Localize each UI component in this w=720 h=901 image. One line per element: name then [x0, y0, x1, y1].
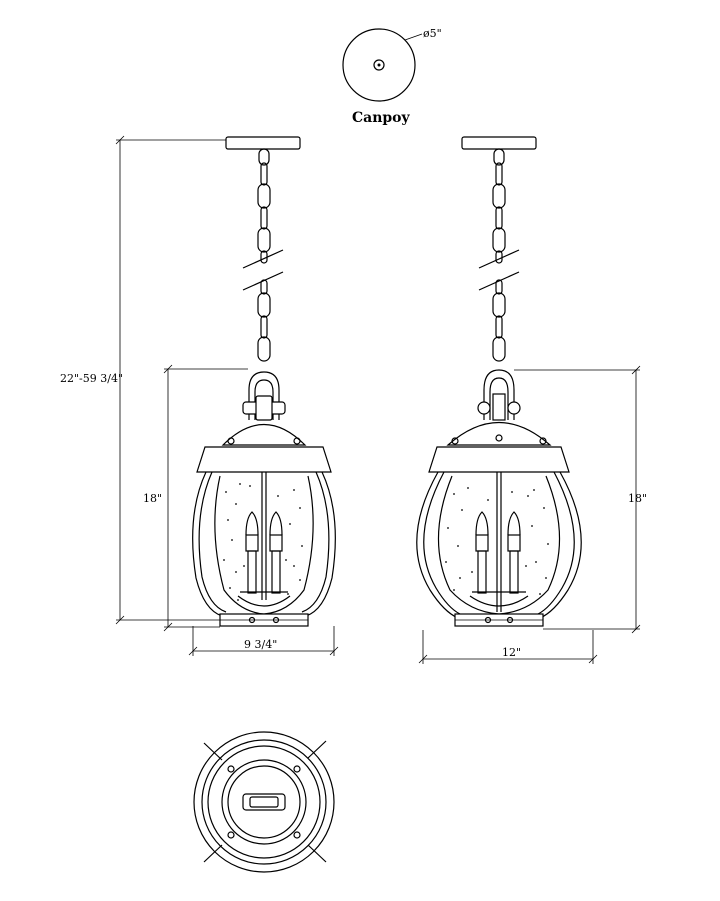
canopy-title: Canpoy: [352, 110, 411, 126]
front-chain: [478, 148, 520, 362]
fixture-height-left-label: 18": [143, 492, 162, 505]
width-front-label: 12": [502, 646, 521, 659]
dimension-width-side: 9 3/4": [188, 626, 339, 656]
bottom-view-fixture: [193, 731, 335, 873]
overall-height-label: 22"-59 3/4": [60, 372, 123, 385]
dimension-width-front: 12": [418, 630, 598, 664]
front-view-fixture: [416, 136, 582, 627]
dimension-overall-height: 22"-59 3/4": [60, 135, 226, 625]
side-seeded-glass: [223, 483, 303, 601]
dimension-fixture-height-right: 18": [514, 365, 647, 634]
width-side-label: 9 3/4": [244, 638, 277, 651]
front-seeded-glass: [445, 487, 549, 595]
dimension-fixture-height-left: 18": [143, 364, 248, 632]
fixture-height-right-label: 18": [628, 492, 647, 505]
side-candles: [237, 511, 291, 607]
side-chain: [242, 148, 284, 362]
canopy-top-view: ø5" Canpoy: [342, 27, 442, 126]
side-view-fixture: [192, 136, 336, 627]
canopy-diameter-label: ø5": [423, 27, 442, 40]
front-candles: [469, 511, 529, 607]
